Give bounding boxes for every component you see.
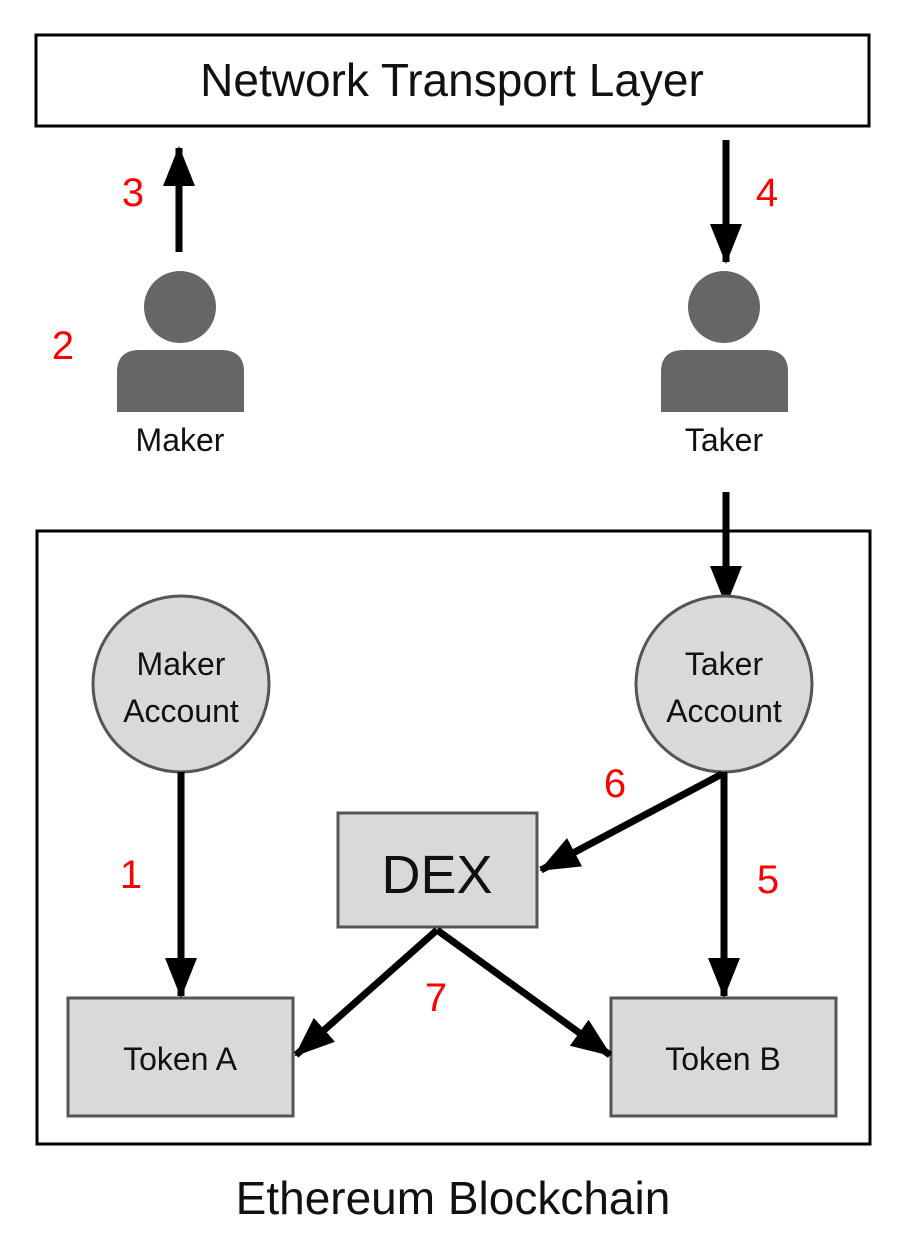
arrow-taker-account-to-dex <box>539 770 724 874</box>
token-b-node: Token B <box>609 996 838 1118</box>
arrow-dex-to-token-a <box>293 927 440 1058</box>
arrow-dex-to-token-b <box>434 927 613 1058</box>
network-transport-layer-label: Network Transport Layer <box>200 54 704 106</box>
step-2-label: 2 <box>52 324 74 368</box>
taker-account-node: Taker Account <box>634 594 814 774</box>
taker-account-label-line2: Account <box>666 693 782 729</box>
dex-node: DEX <box>336 811 539 929</box>
token-b-label: Token B <box>665 1041 781 1077</box>
maker-account-label-line2: Account <box>123 693 239 729</box>
step-3-label: 3 <box>122 171 144 215</box>
ethereum-blockchain-label: Ethereum Blockchain <box>236 1172 671 1224</box>
step-1-label: 1 <box>120 853 142 897</box>
maker-label: Maker <box>136 422 225 458</box>
maker-person-icon <box>117 271 244 412</box>
ethereum-blockchain-frame <box>35 529 872 1146</box>
step-5-label: 5 <box>757 858 779 902</box>
step-7-label: 7 <box>425 976 447 1020</box>
maker-account-label-line1: Maker <box>137 646 226 682</box>
step-4-label: 4 <box>756 171 778 215</box>
token-a-node: Token A <box>66 996 295 1118</box>
step-6-label: 6 <box>604 762 626 806</box>
taker-person-icon <box>661 271 788 412</box>
taker-label: Taker <box>685 422 764 458</box>
token-a-label: Token A <box>123 1041 238 1077</box>
network-transport-layer: Network Transport Layer <box>34 33 871 128</box>
maker-account-node: Maker Account <box>91 594 271 774</box>
taker-account-label-line1: Taker <box>685 646 764 682</box>
dex-label: DEX <box>381 845 492 905</box>
